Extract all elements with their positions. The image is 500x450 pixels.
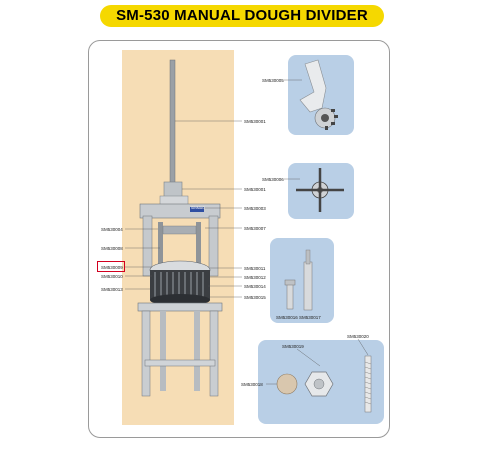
part-label-sm530001: SM530001 <box>244 119 266 124</box>
small-parts <box>276 355 372 413</box>
cross-blade-part <box>296 168 344 212</box>
part-label-sm530005: SM530005 <box>262 78 284 83</box>
panel-pins <box>270 238 334 323</box>
part-label-sm530017: SM530017 <box>299 315 321 320</box>
part-label-sm530013: SM530013 <box>101 287 123 292</box>
part-label-sm530020: SM530020 <box>347 334 369 339</box>
nameplate-text: SINMAG <box>191 206 205 210</box>
leader-lines <box>125 79 369 385</box>
part-label-sm530003: SM530003 <box>244 206 266 211</box>
part-label-sm530014: SM530014 <box>244 284 266 289</box>
title-banner: SM-530 MANUAL DOUGH DIVIDER <box>100 5 384 27</box>
pin-parts <box>284 249 313 311</box>
handle-part <box>299 59 338 130</box>
part-label-sm530011: SM530011 <box>244 266 266 271</box>
part-label-sm530012: SM530012 <box>244 275 266 280</box>
part-label-sm530015: SM530015 <box>244 295 266 300</box>
part-label-sm530018: SM530018 <box>241 382 263 387</box>
part-label-sm530009: SM530009 <box>101 265 123 270</box>
dough-divider-machine <box>137 59 223 397</box>
part-label-sm530001-b: SM530001 <box>244 187 266 192</box>
part-label-sm530007: SM530007 <box>244 226 266 231</box>
part-label-sm530008: SM530008 <box>101 246 123 251</box>
part-label-sm530010: SM530010 <box>101 274 123 279</box>
page-title: SM-530 MANUAL DOUGH DIVIDER <box>116 7 368 24</box>
part-label-sm530004: SM530004 <box>101 227 123 232</box>
part-label-sm530006: SM530006 <box>262 177 284 182</box>
part-label-sm530016: SM530016 <box>276 315 298 320</box>
highlight-box <box>97 261 125 272</box>
part-label-sm530019: SM530019 <box>282 344 304 349</box>
